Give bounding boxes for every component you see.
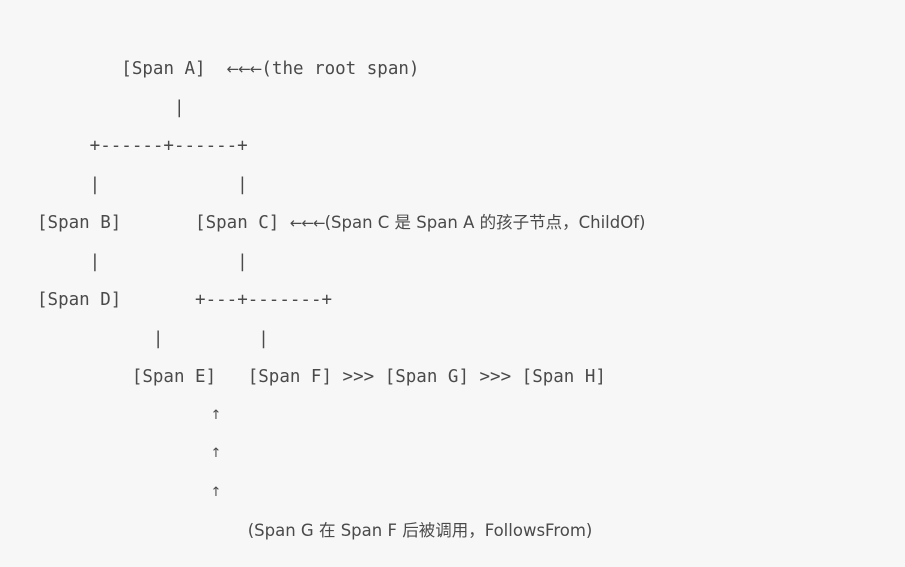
up-arrow-icon: ↑ [37, 407, 222, 423]
diagram-line-up-arrow-1: ↑ [37, 397, 645, 436]
connector-branch-lower: +---+-------+ [121, 290, 333, 310]
node-span-b: [Span B] [37, 213, 122, 233]
annotation-childof: (Span C 是 Span A 的孩子节点，ChildOf) [324, 213, 646, 232]
node-span-e: [Span E] [37, 367, 248, 387]
connector-branch-top: +------+------+ [37, 136, 248, 156]
diagram-line-span-d-branch: [Span D] +---+-------+ [37, 281, 645, 320]
node-span-h: [Span H] [511, 367, 606, 387]
follows-marker-fg: >>> [342, 367, 375, 387]
annotation-root-span: (the root span) [261, 59, 420, 79]
up-arrow-icon: ↑ [37, 446, 222, 461]
left-arrow-icon: ←←← [226, 60, 263, 78]
diagram-line-up-arrow-3: ↑ [37, 474, 645, 513]
diagram-line-span-b-c: [Span B] [Span C] ←←←(Span C 是 Span A 的孩… [37, 204, 645, 243]
node-span-g: [Span G] [374, 367, 480, 387]
follows-marker-gh: >>> [479, 367, 512, 387]
up-arrow-icon: ↑ [37, 484, 222, 500]
connector-pipes-b-c: | | [37, 174, 248, 195]
connector-pipes-e-f: | | [37, 328, 269, 349]
diagram-line-branch-top: +------+------+ [37, 127, 645, 166]
gap-spacer [206, 59, 227, 79]
connector-pipe: | [37, 97, 185, 118]
diagram-line-span-e-f-g-h: [Span E] [Span F] >>> [Span G] >>> [Span… [37, 358, 645, 397]
node-span-a: [Span A] [121, 59, 206, 79]
left-arrow-icon: ←←← [289, 214, 326, 232]
diagram-line-pipes-bc: | | [37, 166, 645, 205]
diagram-line-pipe-under-a: | [37, 89, 645, 128]
indent-spacer [37, 521, 248, 541]
diagram-line-up-arrow-2: ↑ [37, 435, 645, 474]
indent-spacer [37, 59, 121, 79]
diagram-line-root-span: [Span A] ←←←(the root span) [37, 50, 645, 89]
diagram-line-pipes-dc: | | [37, 243, 645, 282]
annotation-followsfrom: (Span G 在 Span F 后被调用，FollowsFrom) [247, 521, 593, 540]
diagram-line-pipes-ef: | | [37, 320, 645, 359]
span-tree-ascii-art: [Span A] ←←←(the root span) | +------+--… [37, 50, 645, 551]
node-span-c: [Span C] [121, 213, 290, 233]
node-span-f: [Span F] [247, 367, 343, 387]
connector-pipes-d-c: | | [37, 251, 248, 272]
diagram-line-followsfrom-note: (Span G 在 Span F 后被调用，FollowsFrom) [37, 512, 645, 551]
node-span-d: [Span D] [37, 290, 122, 310]
